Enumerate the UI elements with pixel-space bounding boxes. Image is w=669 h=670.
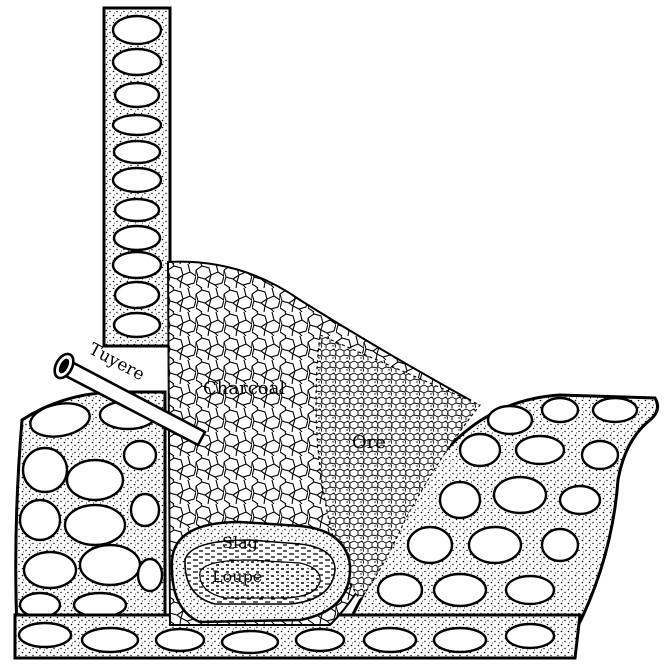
- stone: [438, 480, 482, 520]
- stone: [362, 626, 418, 654]
- stone: [65, 458, 125, 502]
- stone: [63, 503, 127, 547]
- stone: [80, 626, 140, 654]
- stone: [111, 47, 163, 77]
- stone: [580, 439, 620, 471]
- stone: [111, 113, 163, 137]
- ore-label: Ore: [352, 432, 386, 453]
- slag-and-loupe: [170, 520, 352, 624]
- stone: [486, 404, 534, 436]
- stone: [72, 591, 128, 619]
- stone: [122, 439, 158, 471]
- stone: [18, 498, 62, 542]
- stone: [504, 622, 556, 650]
- stone: [154, 627, 206, 653]
- ore-charge: [315, 334, 481, 602]
- right-stone-wall: [338, 393, 660, 652]
- charcoal-label: Charcoal: [203, 378, 285, 399]
- stone: [113, 280, 161, 310]
- stone: [21, 446, 69, 494]
- stone: [458, 432, 502, 468]
- stone: [376, 572, 424, 608]
- stone: [220, 629, 280, 655]
- stone: [432, 572, 488, 608]
- bottom-stone-course: [13, 613, 582, 660]
- tuyere-pipe: [53, 352, 207, 447]
- stone: [112, 224, 162, 252]
- stone: [514, 434, 566, 466]
- stone: [492, 475, 548, 515]
- stone: [111, 250, 163, 280]
- stone: [111, 166, 163, 194]
- stone: [111, 14, 163, 46]
- stone: [294, 627, 346, 653]
- stone: [113, 81, 161, 109]
- stone: [112, 311, 162, 339]
- loupe-label: Loupe: [212, 567, 262, 586]
- stone: [22, 550, 78, 590]
- stone: [18, 591, 62, 619]
- slag-label: Slag: [222, 533, 258, 552]
- stone: [558, 484, 602, 516]
- stone: [29, 402, 91, 438]
- stone: [406, 525, 454, 565]
- stone: [17, 621, 73, 649]
- stone: [504, 574, 556, 606]
- stone: [112, 139, 162, 165]
- stone: [136, 557, 164, 593]
- stone: [591, 396, 639, 424]
- stone: [540, 396, 580, 424]
- stone: [467, 525, 523, 565]
- stone: [540, 527, 580, 563]
- stone: [129, 492, 161, 528]
- stone: [78, 543, 142, 587]
- stone: [432, 626, 488, 654]
- chimney: [102, 6, 172, 348]
- left-stone-wall: [14, 390, 167, 652]
- stone: [113, 197, 161, 223]
